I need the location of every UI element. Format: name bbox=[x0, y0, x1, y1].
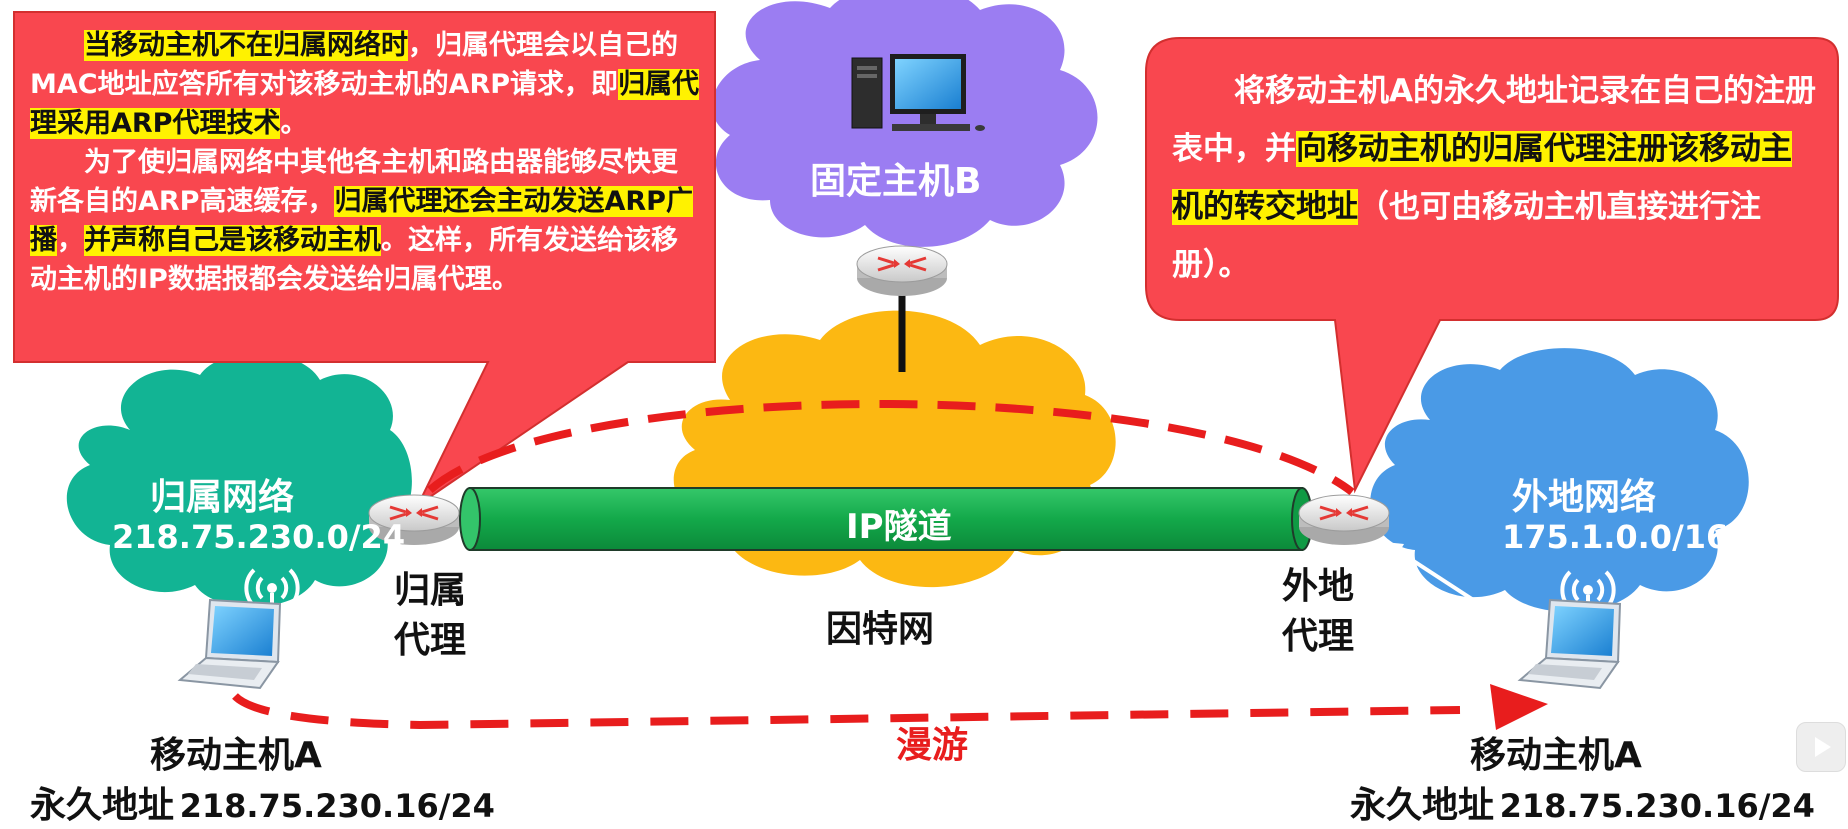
callout-right-text: 将移动主机A的永久地址记录在自己的注册表中，并向移动主机的归属代理注册该移动主机… bbox=[1172, 62, 1822, 294]
home-agent-label-line1: 归属 bbox=[394, 570, 467, 611]
fixed-host-cloud bbox=[712, 0, 1098, 247]
callout-right-paragraph: 将移动主机A的永久地址记录在自己的注册表中，并向移动主机的归属代理注册该移动主机… bbox=[1172, 62, 1822, 294]
text-span: 将移动主机A的永久地址记录在自己的注册表中，并 bbox=[1172, 73, 1816, 167]
callout-left-text: 当移动主机不在归属网络时，归属代理会以自己的MAC地址应答所有对该移动主机的AR… bbox=[30, 26, 702, 299]
foreign-agent-label-line2: 代理 bbox=[1282, 616, 1355, 657]
text-span: ，归属代理会以自己的MAC地址应答所有对该移动主机的ARP请求，即 bbox=[30, 30, 678, 100]
foreign-agent-router bbox=[1297, 493, 1391, 547]
home-network-cloud bbox=[66, 353, 412, 607]
address-label: 永久地址 bbox=[30, 785, 175, 826]
home-agent-label: 归属 代理 bbox=[394, 566, 466, 666]
text-span: （也可由移动主机直接进行注册）。 bbox=[1172, 189, 1761, 283]
callout-left-paragraph-1: 当移动主机不在归属网络时，归属代理会以自己的MAC地址应答所有对该移动主机的AR… bbox=[30, 26, 702, 143]
laptop-right-icon bbox=[1519, 599, 1621, 689]
fixed-host-label: 固定主机B bbox=[810, 161, 982, 202]
roaming-dashed-path bbox=[232, 692, 1461, 730]
home-network-name: 归属网络 bbox=[150, 477, 295, 518]
address-value: 218.75.230.16/24 bbox=[179, 787, 495, 825]
text-span: 为了使归属网络中其他各主机和路由器能够尽快更新各自的ARP高速缓存， bbox=[30, 147, 678, 217]
wireless-link-arrow bbox=[1384, 542, 1526, 634]
address-label: 永久地址 bbox=[1350, 785, 1495, 826]
address-value: 218.75.230.16/24 bbox=[1499, 787, 1815, 825]
mobile-host-left-name: 移动主机A bbox=[150, 735, 322, 776]
callout-left-paragraph-2: 为了使归属网络中其他各主机和路由器能够尽快更新各自的ARP高速缓存，归属代理还会… bbox=[30, 143, 702, 299]
play-button[interactable] bbox=[1796, 722, 1846, 772]
foreign-network-name: 外地网络 bbox=[1512, 477, 1657, 518]
text-span: ， bbox=[57, 225, 84, 256]
internet-label: 因特网 bbox=[826, 609, 935, 650]
foreign-network-cloud bbox=[1370, 348, 1749, 612]
foreign-network-subnet: 175.1.0.0/16 bbox=[1502, 518, 1729, 556]
mobile-host-left-address: 永久地址 218.75.230.16/24 bbox=[30, 776, 495, 828]
tunnel-label: IP隧道 bbox=[846, 507, 952, 547]
foreign-agent-label-line1: 外地 bbox=[1282, 566, 1355, 607]
laptop-left-icon bbox=[179, 599, 281, 689]
upper-dashed-path bbox=[427, 400, 1355, 496]
mobile-host-right-name: 移动主机A bbox=[1470, 735, 1642, 776]
text-span: 。这样，所有发送给该移动主机的IP数据报都会发送给归属代理。 bbox=[30, 225, 678, 295]
roaming-arrowhead bbox=[1490, 684, 1548, 730]
mobile-host-right-address: 永久地址 218.75.230.16/24 bbox=[1350, 776, 1815, 828]
highlight: 当移动主机不在归属网络时 bbox=[84, 30, 408, 61]
foreign-agent-label: 外地 代理 bbox=[1282, 562, 1354, 662]
ip-tunnel-tube bbox=[459, 487, 1313, 551]
desktop-computer-icon bbox=[851, 54, 985, 131]
text-span: 。 bbox=[280, 108, 308, 139]
home-agent-label-line2: 代理 bbox=[394, 620, 467, 661]
fixed-host-router bbox=[855, 244, 949, 298]
highlight: 并声称自己是该移动主机 bbox=[84, 225, 381, 256]
roaming-label: 漫游 bbox=[896, 725, 969, 766]
home-network-subnet: 218.75.230.0/24 bbox=[112, 518, 406, 556]
